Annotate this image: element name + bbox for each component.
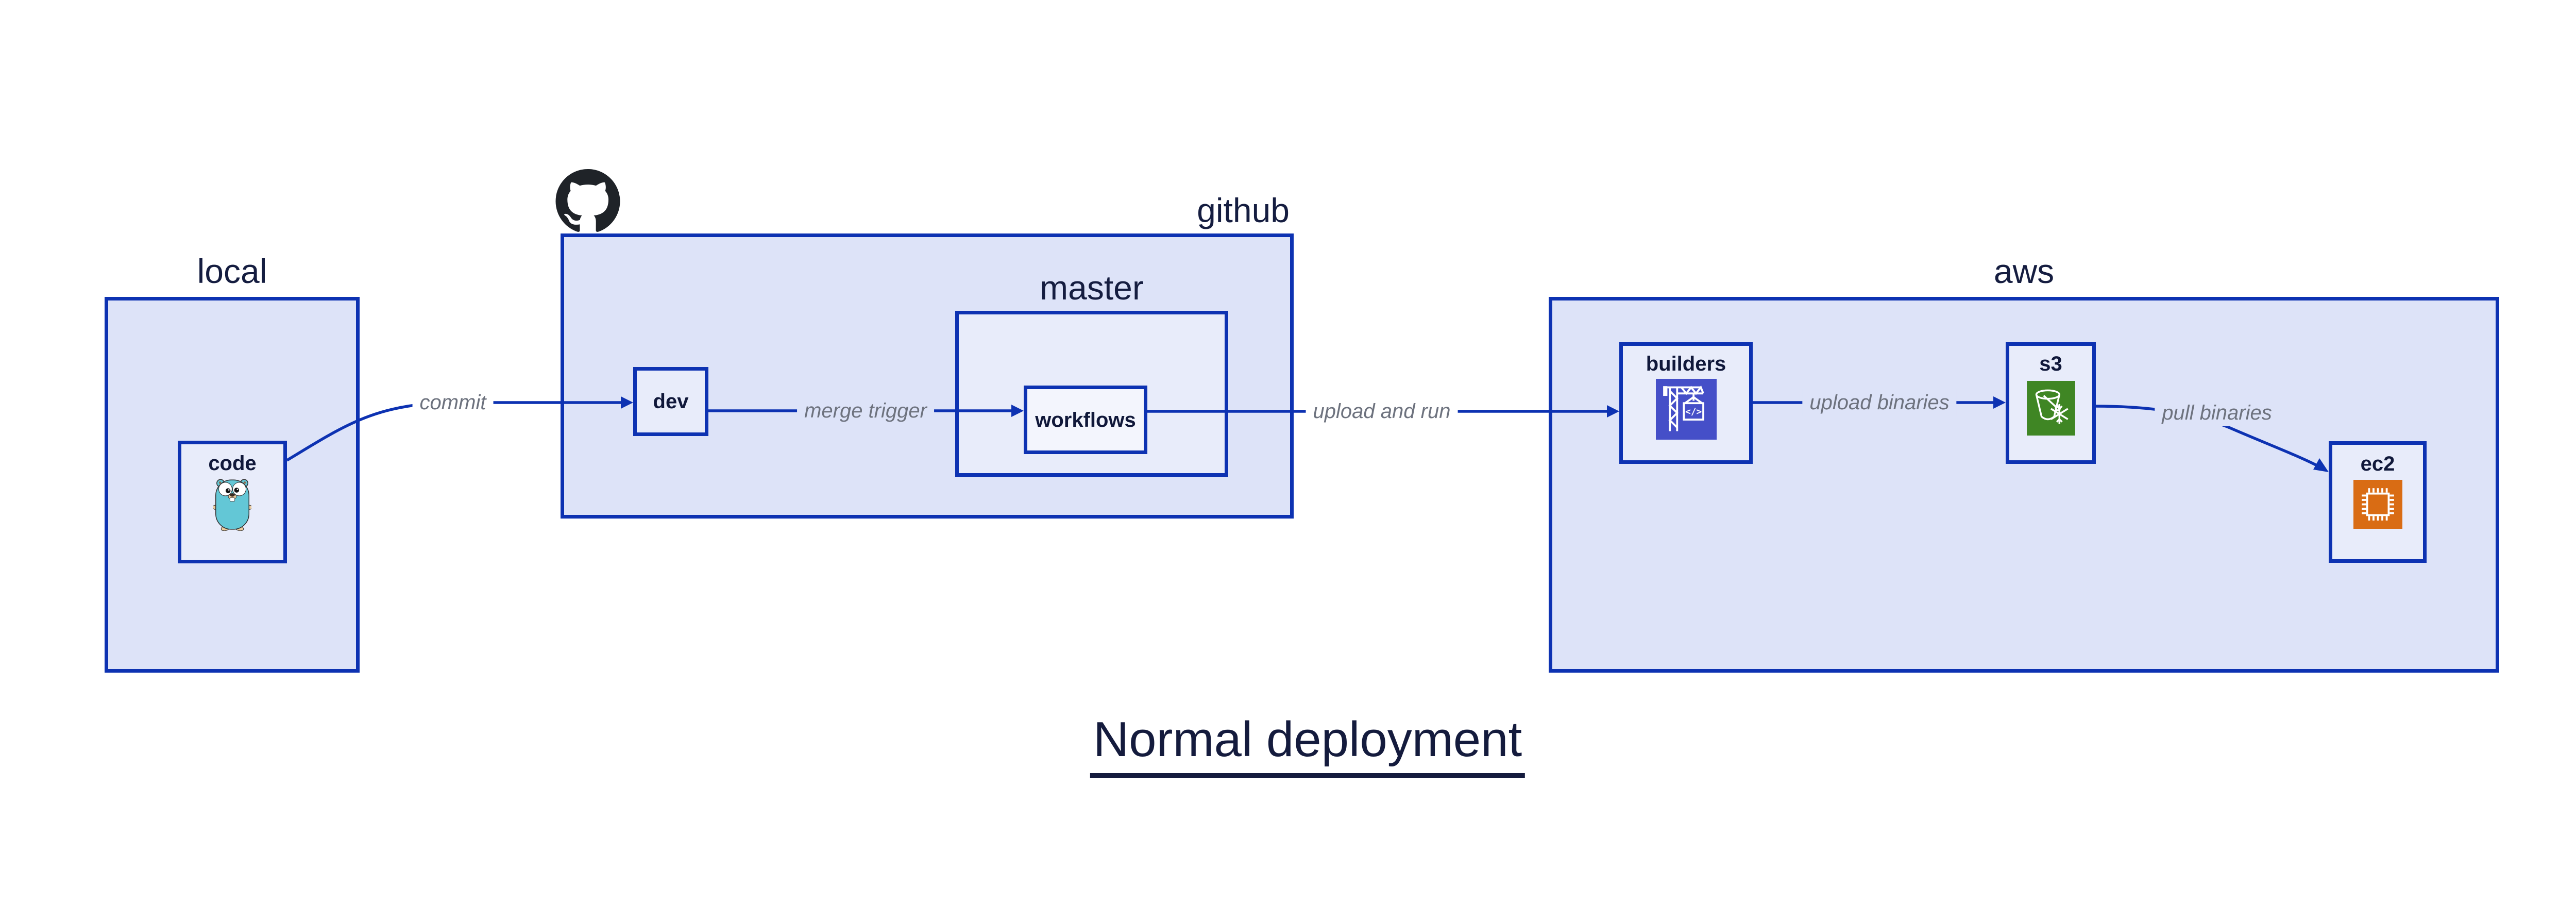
node-ec2: ec2 bbox=[2329, 441, 2427, 563]
node-workflows-label: workflows bbox=[1035, 408, 1136, 431]
node-workflows: workflows bbox=[1024, 386, 1147, 454]
go-gopher-icon bbox=[212, 477, 252, 533]
edge-label-upload-and-run: upload and run bbox=[1306, 398, 1458, 425]
edge-label-upload-binaries: upload binaries bbox=[1802, 389, 1957, 416]
container-local-label: local bbox=[197, 252, 267, 290]
container-aws-label: aws bbox=[1993, 252, 2055, 290]
node-ec2-label: ec2 bbox=[2360, 453, 2395, 475]
github-logo-icon bbox=[555, 169, 621, 236]
aws-s3-glacier-icon bbox=[2026, 381, 2075, 438]
node-s3-label: s3 bbox=[2039, 353, 2062, 375]
edge-label-commit: commit bbox=[412, 389, 494, 416]
node-s3: s3 bbox=[2006, 342, 2096, 464]
node-dev: dev bbox=[633, 367, 708, 436]
node-dev-label: dev bbox=[653, 390, 689, 413]
aws-codebuild-icon: </> bbox=[1655, 379, 1717, 442]
svg-text:</>: </> bbox=[1685, 407, 1702, 417]
edge-label-pull-binaries: pull binaries bbox=[2155, 399, 2279, 426]
node-builders: builders </> bbox=[1619, 342, 1753, 464]
container-github-label: github bbox=[1197, 191, 1290, 229]
edge-label-merge-trigger: merge trigger bbox=[797, 397, 934, 424]
node-code-label: code bbox=[208, 452, 257, 475]
container-master-label: master bbox=[1040, 269, 1144, 307]
aws-ec2-icon bbox=[2353, 480, 2402, 531]
node-code: code bbox=[178, 441, 287, 563]
diagram-title: Normal deployment bbox=[1090, 711, 1526, 778]
node-builders-label: builders bbox=[1646, 353, 1726, 375]
